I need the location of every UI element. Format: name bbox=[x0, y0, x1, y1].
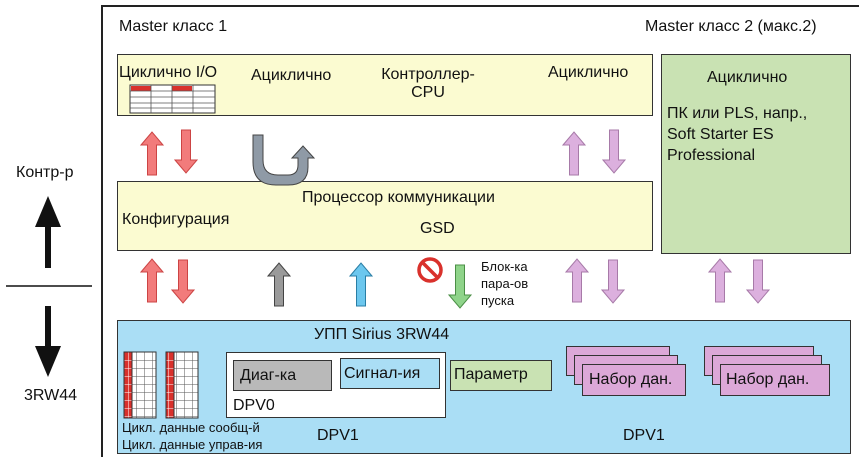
dpv1-left-label: DPV1 bbox=[317, 427, 359, 444]
parameter-box bbox=[450, 360, 552, 391]
controller-label: Контроллер- CPU bbox=[368, 66, 488, 103]
diagram-frame bbox=[101, 5, 859, 457]
comm-processor-label: Процессор коммуникации bbox=[302, 189, 495, 206]
cyclic-up-arrow-top bbox=[140, 131, 164, 176]
acyclic-u-turn-arrow bbox=[252, 134, 316, 186]
cyclic-data-grid-icon-1 bbox=[123, 351, 157, 419]
diagnostics-label: Диаг-ка bbox=[240, 367, 297, 384]
cyclic-down-arrow-top bbox=[174, 129, 198, 174]
dataset-2-front bbox=[720, 364, 830, 396]
controller-label-line1: Контроллер- bbox=[381, 66, 475, 83]
acyclic-down-arrow-bottom bbox=[601, 259, 625, 304]
cyclic-data-grid-icon-2 bbox=[165, 351, 199, 419]
signaling-up-arrow bbox=[349, 262, 373, 307]
cyclic-data-labels: Цикл. данные сообщ-й Цикл. данные управ-… bbox=[122, 420, 262, 454]
dpv1-right-label: DPV1 bbox=[623, 427, 665, 444]
pc-line-1: ПК или PLS, напр., bbox=[667, 105, 808, 122]
dpv0-label: DPV0 bbox=[233, 397, 275, 414]
pc-description: ПК или PLS, напр., Soft Starter ES Profe… bbox=[667, 104, 807, 166]
acyclic-label-2: Ациклично bbox=[548, 64, 629, 81]
diagnostics-up-arrow bbox=[267, 262, 291, 307]
gsd-label: GSD bbox=[420, 220, 455, 237]
pc-line-2: Soft Starter ES bbox=[667, 125, 774, 143]
pc-master-2-box bbox=[661, 54, 851, 254]
cyclic-up-arrow-bottom bbox=[140, 258, 164, 303]
configuration-label: Конфигурация bbox=[122, 211, 230, 228]
device-title: УПП Sirius 3RW44 bbox=[314, 326, 450, 343]
signaling-box bbox=[340, 358, 440, 389]
prohibited-icon bbox=[417, 257, 443, 283]
parameter-down-arrow bbox=[448, 264, 472, 309]
cyclic-down-arrow-bottom bbox=[171, 259, 195, 304]
master-class-1-label: Master класс 1 bbox=[119, 18, 228, 35]
acyclic-label-1: Ациклично bbox=[251, 67, 332, 84]
acyclic-down-arrow-top bbox=[602, 129, 626, 174]
device-side-label: 3RW44 bbox=[24, 387, 78, 404]
pc-down-arrow bbox=[746, 259, 770, 304]
pc-line-3: Professional bbox=[667, 146, 756, 164]
dataset-1-front bbox=[582, 364, 686, 396]
controller-side-label: Контр-р bbox=[16, 164, 74, 181]
diagnostics-box bbox=[233, 360, 332, 391]
master-class-2-label: Master класс 2 (макс.2) bbox=[645, 18, 817, 35]
signaling-label: Сигнал-ия bbox=[344, 365, 421, 382]
io-table-icon bbox=[129, 84, 216, 114]
pc-up-arrow bbox=[708, 258, 732, 303]
cyclic-control-data-label: Цикл. данные управ-ия bbox=[122, 436, 263, 452]
controller-label-line2: CPU bbox=[411, 84, 445, 102]
controller-device-axis-arrow bbox=[6, 196, 92, 377]
acyclic-label-3: Ациклично bbox=[707, 69, 788, 86]
block-line-2: пара-ов bbox=[481, 275, 529, 291]
parameter-label: Параметр bbox=[454, 366, 528, 383]
block-line-1: Блок-ка bbox=[481, 259, 528, 274]
dataset-1-label: Набор дан. bbox=[589, 371, 673, 388]
cyclic-message-data-label: Цикл. данные сообщ-й bbox=[122, 420, 260, 435]
communication-processor-box bbox=[117, 181, 653, 251]
cyclic-io-label: Циклично I/O bbox=[119, 64, 218, 81]
start-parameter-block-label: Блок-ка пара-ов пуска bbox=[481, 259, 528, 310]
dataset-2-label: Набор дан. bbox=[726, 371, 810, 388]
acyclic-up-arrow-top bbox=[562, 131, 586, 176]
block-line-3: пуска bbox=[481, 292, 515, 308]
acyclic-up-arrow-bottom bbox=[565, 258, 589, 303]
